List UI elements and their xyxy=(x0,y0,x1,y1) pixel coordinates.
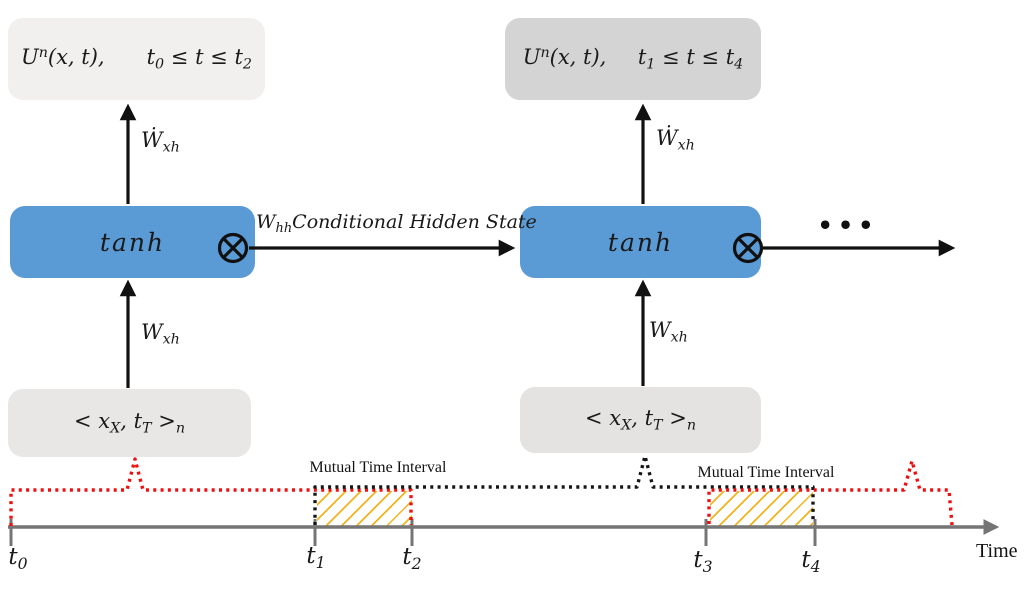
tick-label-t3: t3 xyxy=(693,547,713,576)
output-label-1: Un(x, t), t0 ≤ t ≤ t2 xyxy=(20,45,252,73)
ellipsis-icon: ••• xyxy=(817,211,879,240)
mutual-interval-label-2: Mutual Time Interval xyxy=(697,464,835,481)
tick-label-t0: t0 xyxy=(8,544,28,573)
weight-in-label-1: Wxh xyxy=(141,320,180,348)
mutual-interval-hatch-2 xyxy=(710,491,813,526)
mutual-interval-label-1: Mutual Time Interval xyxy=(309,459,447,476)
input-label-2: < xX, tT >n xyxy=(584,406,697,434)
time-axis-label: Time xyxy=(976,540,1018,562)
tick-label-t4: t4 xyxy=(801,547,821,576)
input-box-2: < xX, tT >n xyxy=(520,387,761,453)
hidden-state-label: WhhConditional Hidden State xyxy=(256,211,537,237)
tick-label-t1: t1 xyxy=(306,543,326,572)
rnn-cell-2: tanh xyxy=(520,206,761,278)
input-label-1: < xX, tT >n xyxy=(73,409,186,437)
rnn-cell-1: tanh xyxy=(10,206,255,278)
activation-label-1: tanh xyxy=(99,227,166,257)
tick-label-t2: t2 xyxy=(402,544,422,573)
weight-in-label-2: Wxh xyxy=(649,318,688,346)
output-box-2: Un(x, t), t1 ≤ t ≤ t4 xyxy=(505,18,761,100)
input-box-1: < xX, tT >n xyxy=(8,389,251,457)
weight-out-label-2: Ẇxh xyxy=(656,126,695,154)
activation-label-2: tanh xyxy=(607,227,674,257)
mutual-interval-hatch-1 xyxy=(317,491,412,526)
output-box-1: Un(x, t), t0 ≤ t ≤ t2 xyxy=(8,18,265,100)
weight-out-label-1: Ẇxh xyxy=(141,128,180,156)
output-label-2: Un(x, t), t1 ≤ t ≤ t4 xyxy=(522,45,744,73)
